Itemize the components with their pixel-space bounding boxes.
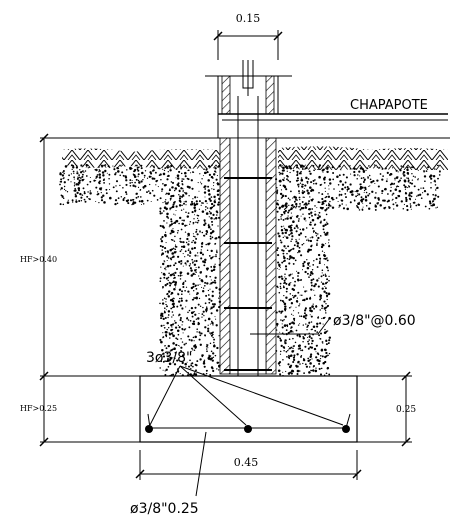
transverse-bars-leader — [195, 431, 207, 497]
upper-wall — [205, 60, 292, 115]
longitudinal-bars-label: 3ø3/8" — [146, 350, 192, 366]
stirrups-label: ø3/8"@0.60 — [333, 313, 416, 329]
footing-depth-label: HF>0.25 — [20, 404, 57, 413]
gravel-fill — [59, 163, 441, 377]
foundation-depth-label: HF>0.40 — [20, 255, 57, 264]
tar-coating-band — [217, 113, 448, 138]
footing — [40, 375, 358, 443]
footing-width-dimension — [135, 450, 362, 480]
footing-height-label: 0.25 — [396, 405, 416, 415]
wall-width-dimension — [213, 30, 283, 60]
ground-surface — [62, 146, 448, 171]
longitudinal-bars-leaders — [149, 365, 344, 426]
stirrup-set — [224, 177, 272, 371]
wall-width-label: 0.15 — [236, 12, 261, 25]
tar-coating-label: CHAPAPOTE — [350, 98, 428, 113]
footing-bars — [145, 425, 350, 433]
stirrups-leader — [250, 317, 331, 335]
footing-width-label: 0.45 — [234, 456, 259, 469]
footing-height-dimension — [357, 371, 412, 447]
footing-depth-dimension — [39, 376, 140, 447]
transverse-bars-label: ø3/8"0.25 — [130, 501, 199, 517]
foundation-wall — [219, 137, 277, 375]
